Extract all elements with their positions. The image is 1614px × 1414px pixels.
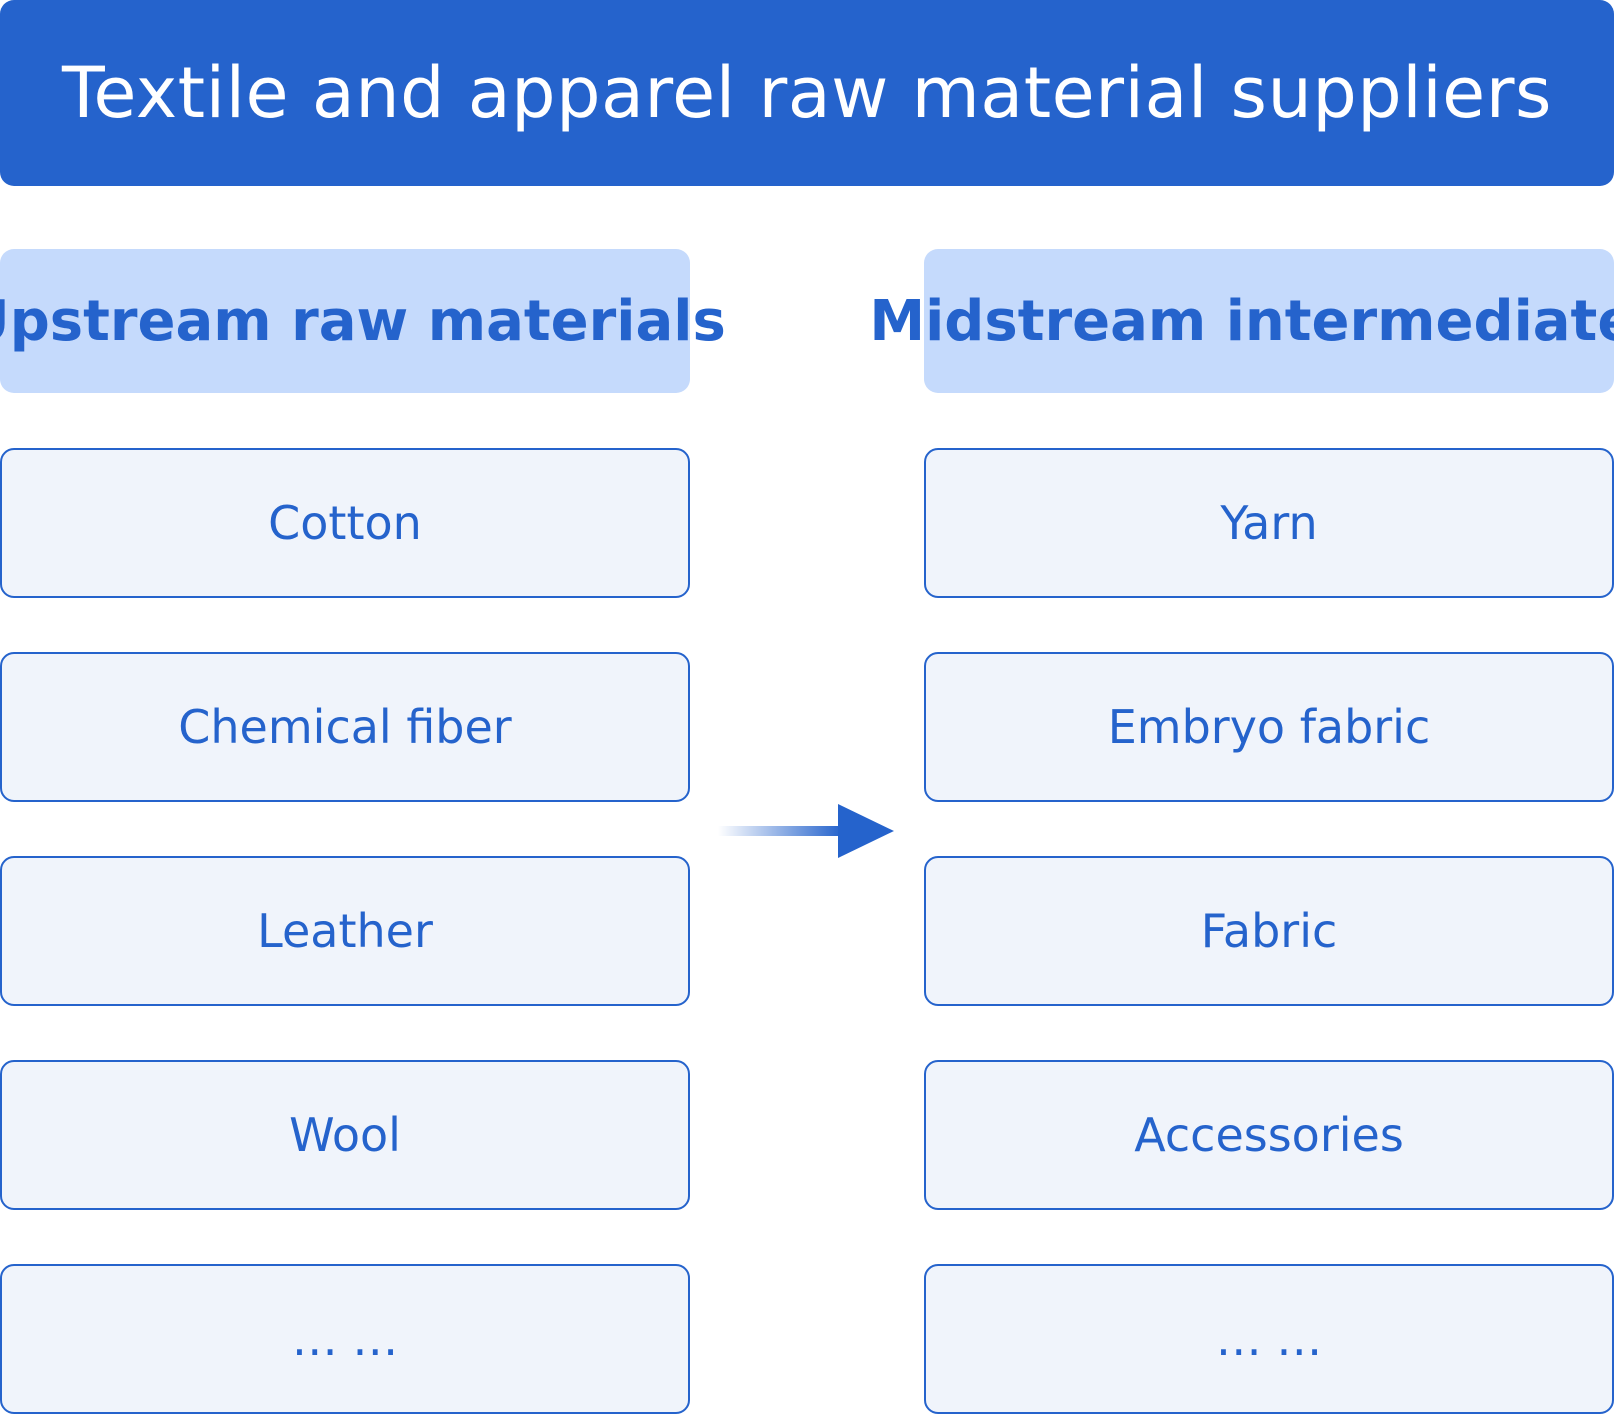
- upstream-item-leather: Leather: [0, 856, 690, 1006]
- midstream-item-label: … …: [1215, 1312, 1323, 1366]
- upstream-header-label: Upstream raw materials: [0, 288, 726, 354]
- midstream-header: Midstream intermediates: [869, 249, 1614, 393]
- upstream-item-label: Wool: [289, 1108, 401, 1162]
- midstream-column: Midstream intermediates Yarn Embryo fabr…: [869, 249, 1614, 1414]
- page-title: Textile and apparel raw material supplie…: [62, 52, 1552, 134]
- midstream-item-label: Yarn: [1220, 496, 1318, 550]
- midstream-header-label: Midstream intermediates: [869, 288, 1614, 354]
- upstream-column: Upstream raw materials Cotton Chemical f…: [0, 249, 726, 1414]
- midstream-item-label: Fabric: [1200, 904, 1338, 958]
- upstream-item-more: … …: [0, 1264, 690, 1414]
- midstream-item-more: … …: [924, 1264, 1614, 1414]
- upstream-item-label: Cotton: [268, 496, 422, 550]
- upstream-item-label: … …: [291, 1312, 399, 1366]
- midstream-item-label: Accessories: [1134, 1108, 1404, 1162]
- flow-arrow-icon: [718, 804, 894, 858]
- upstream-item-wool: Wool: [0, 1060, 690, 1210]
- midstream-item-label: Embryo fabric: [1107, 700, 1431, 754]
- midstream-item-fabric: Fabric: [924, 856, 1614, 1006]
- upstream-item-label: Leather: [257, 904, 433, 958]
- title-banner: Textile and apparel raw material supplie…: [0, 0, 1614, 186]
- midstream-item-accessories: Accessories: [924, 1060, 1614, 1210]
- upstream-item-cotton: Cotton: [0, 448, 690, 598]
- midstream-item-embryo-fabric: Embryo fabric: [924, 652, 1614, 802]
- midstream-item-yarn: Yarn: [924, 448, 1614, 598]
- upstream-header: Upstream raw materials: [0, 249, 726, 393]
- upstream-item-label: Chemical fiber: [178, 700, 512, 754]
- upstream-item-chemical-fiber: Chemical fiber: [0, 652, 690, 802]
